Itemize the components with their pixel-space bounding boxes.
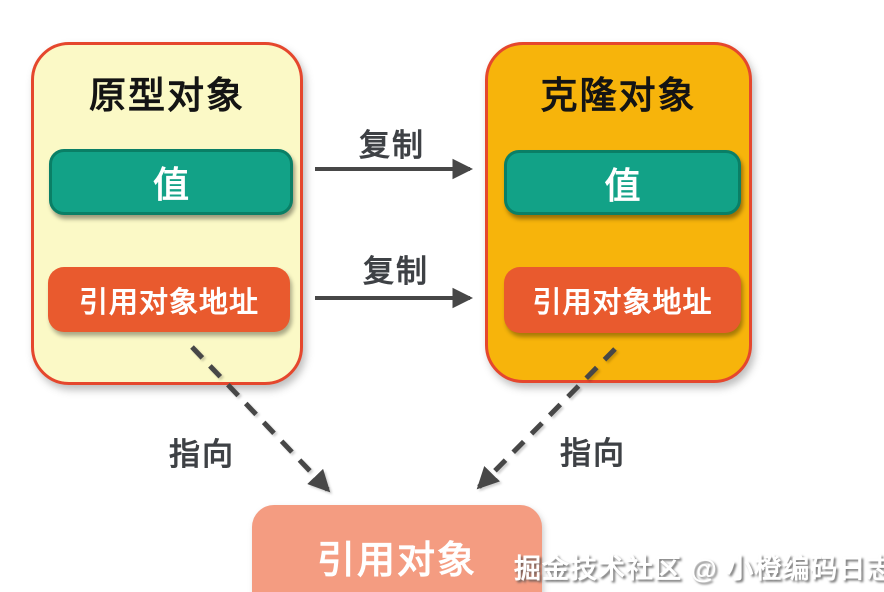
clone-value-label: 值 [604, 164, 641, 206]
clone-reference-address-label: 引用对象地址 [532, 287, 713, 319]
clone-object-box: 克隆对象 值 引用对象地址 [485, 42, 752, 383]
prototype-value-box: 值 [49, 149, 293, 215]
prototype-object-title: 原型对象 [89, 75, 245, 116]
point-to-label-right: 指向 [560, 436, 626, 471]
watermark-text: 掘金技术社区 @ 小橙编码日志 [514, 554, 884, 584]
copy-label-top: 复制 [359, 128, 425, 163]
copy-label-bottom: 复制 [363, 254, 429, 289]
clone-reference-address-box: 引用对象地址 [504, 267, 741, 333]
referenced-object-label: 引用对象 [316, 540, 477, 582]
prototype-value-label: 值 [152, 164, 189, 205]
prototype-reference-address-label: 引用对象地址 [78, 286, 259, 319]
point-to-label-left: 指向 [169, 437, 235, 472]
referenced-object-box: 引用对象 [252, 505, 542, 592]
prototype-object-box: 原型对象 值 引用对象地址 [31, 42, 303, 385]
clone-value-box: 值 [504, 150, 741, 215]
clone-object-title: 克隆对象 [540, 75, 697, 116]
prototype-reference-address-box: 引用对象地址 [48, 267, 290, 332]
